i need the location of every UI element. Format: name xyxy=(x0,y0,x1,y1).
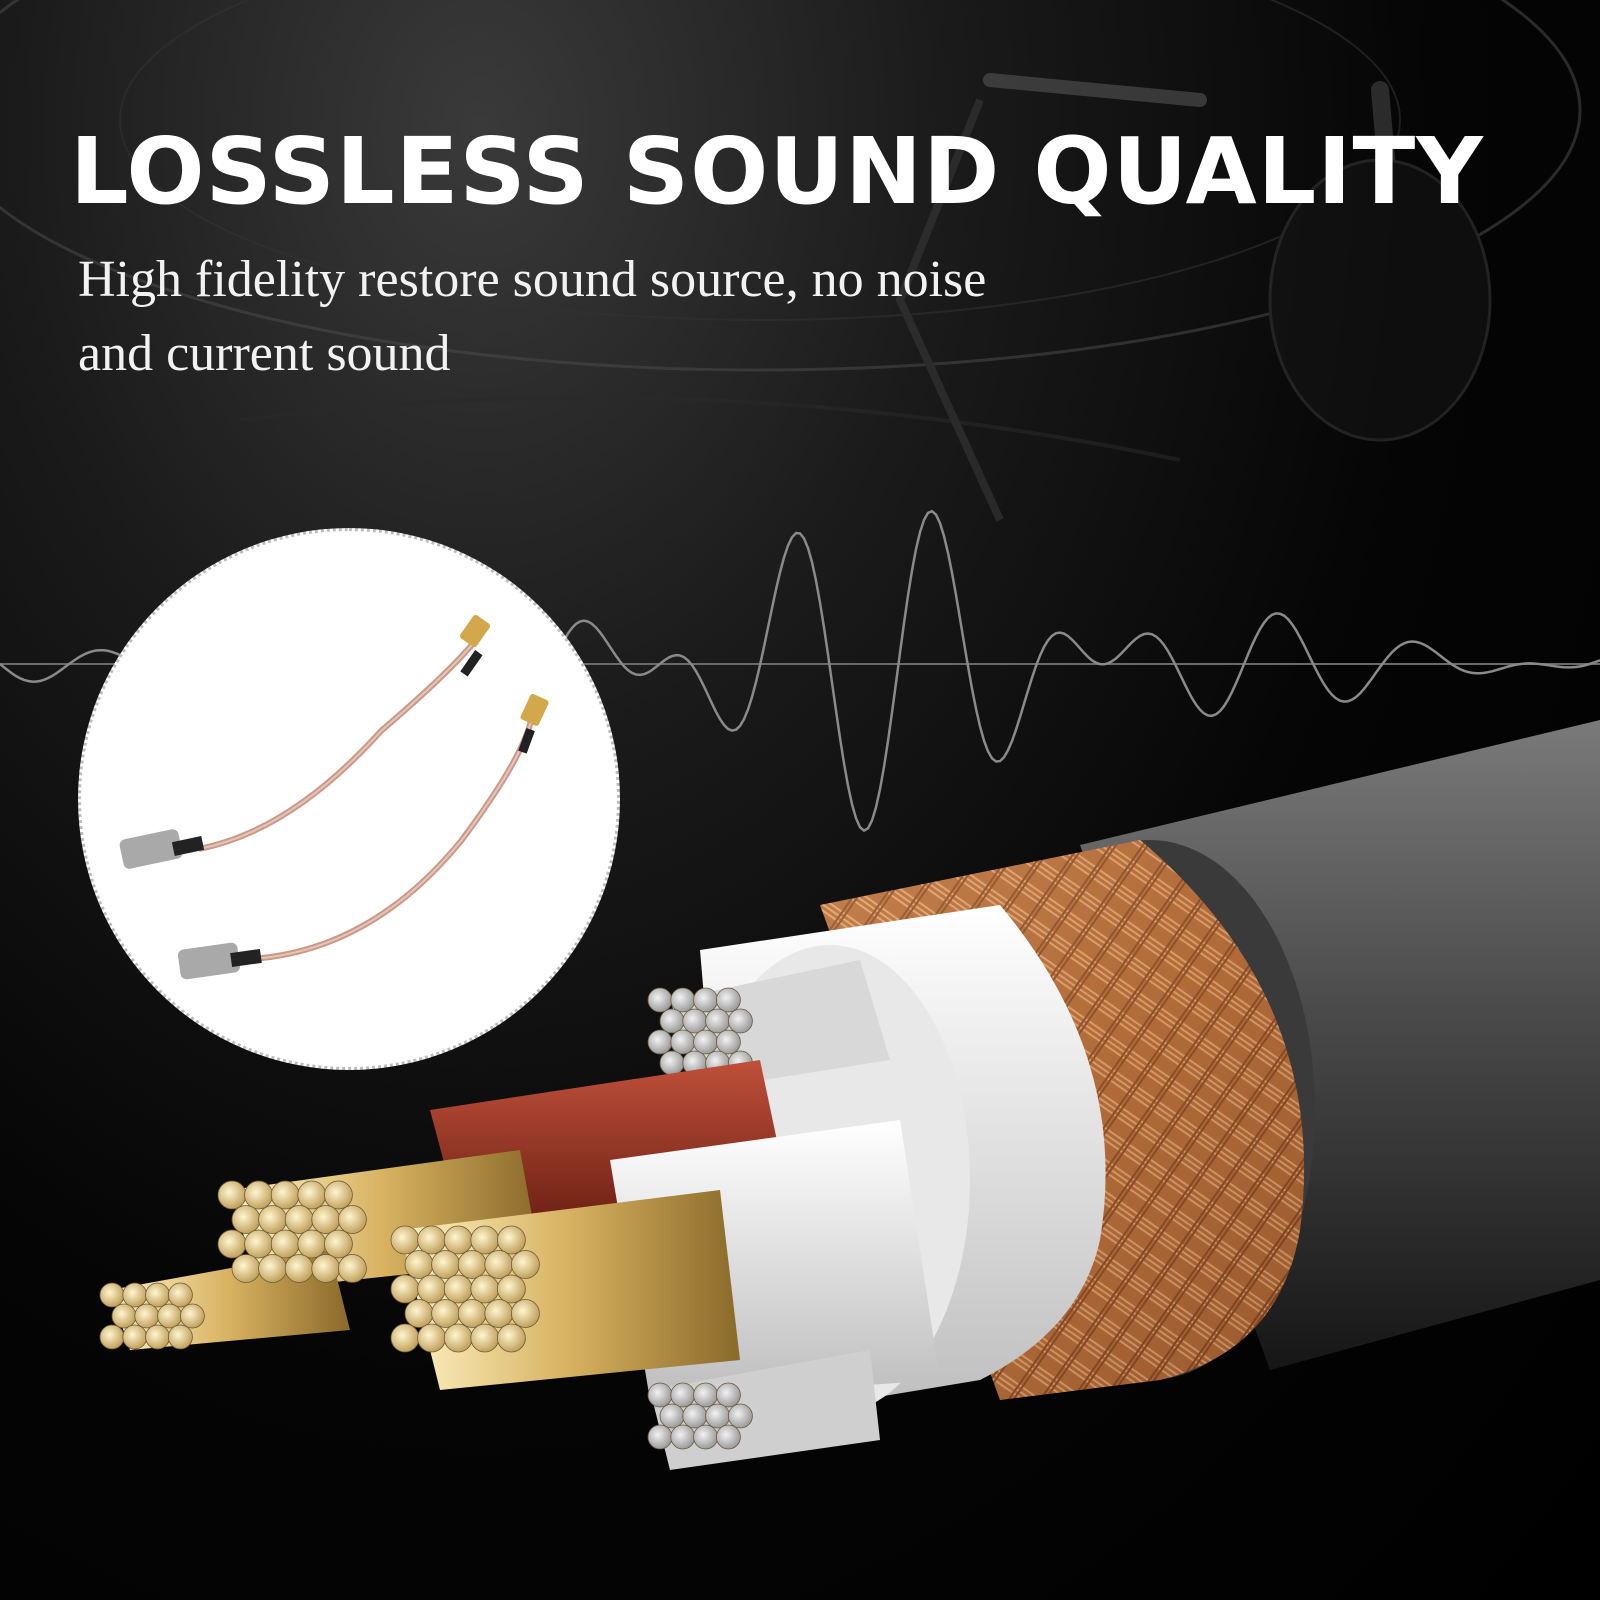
turntable-silhouette xyxy=(0,0,1582,522)
gold-strand-bundles xyxy=(99,1150,740,1390)
silver-strands-top xyxy=(647,960,890,1090)
silver-strands-bottom xyxy=(647,1350,880,1470)
cable-assembly-bottom xyxy=(177,693,549,980)
headline: LOSSLESS SOUND QUALITY xyxy=(70,118,1484,225)
cable-assembly-top xyxy=(119,614,491,869)
cable-cross-section-icon xyxy=(99,720,1600,1470)
bnc-sma-cable-icon xyxy=(119,614,549,980)
product-inset xyxy=(78,528,620,1070)
subheadline: High fidelity restore sound source, no n… xyxy=(78,251,987,382)
